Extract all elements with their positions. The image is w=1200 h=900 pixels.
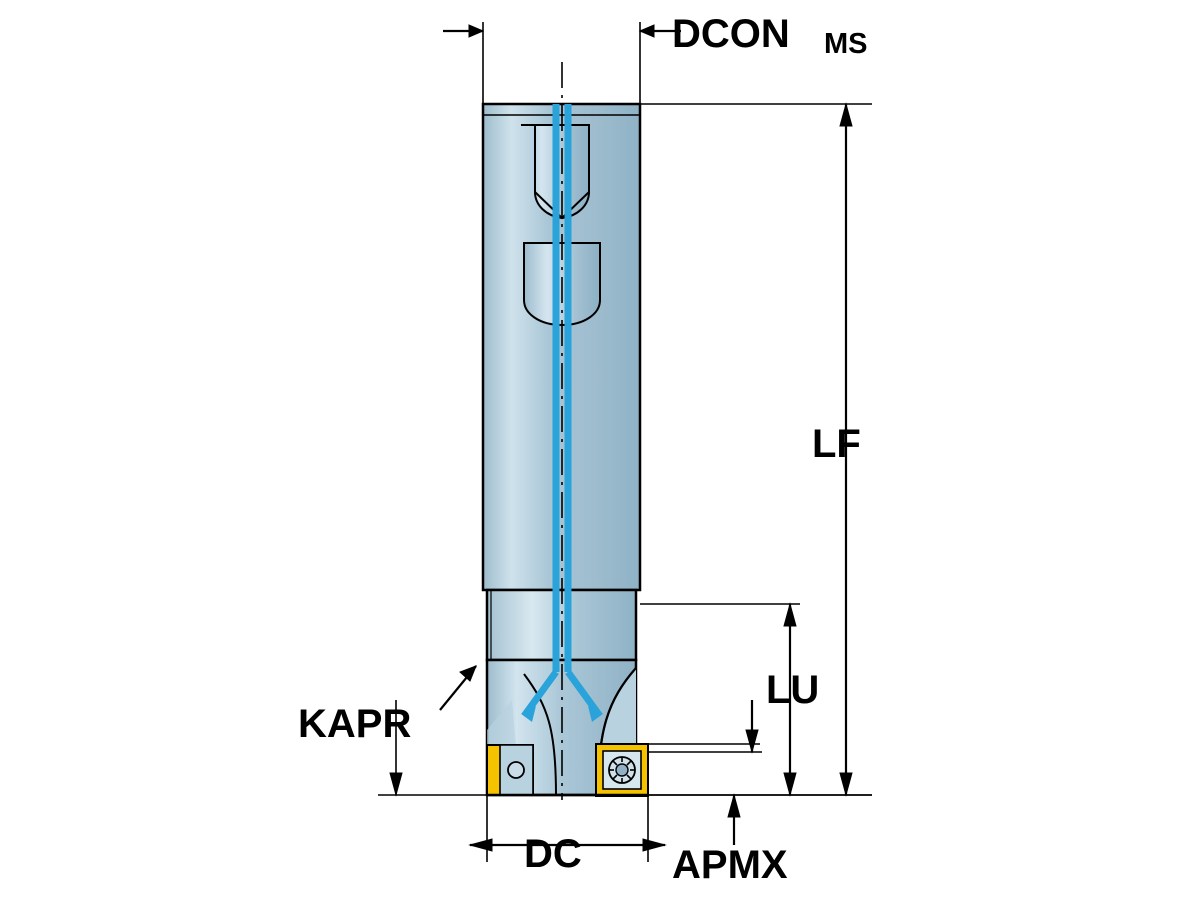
flute-pocket-center [523,673,557,796]
tool-body-group [481,62,649,800]
lf-arrow-top [839,102,853,127]
dcon-arrow-right [638,24,655,38]
coolant-channel [521,104,603,722]
kapr-arrow [459,665,477,682]
label-lf: LF [812,422,861,466]
label-dc: DC [524,832,582,876]
insert-left-screw [507,761,525,779]
dc-arrow-right [642,838,667,852]
kapr-arrow-down [389,772,403,797]
lu-inner-arrow [745,729,759,754]
label-dcon-subscript: MS [824,28,868,60]
dc-arrow-left [468,838,493,852]
lu-arrow-top [783,602,797,627]
label-apmx: APMX [672,843,788,887]
label-kapr: KAPR [298,702,412,746]
label-dcon: DCON [672,12,790,56]
apmx-arrow-up [727,793,741,818]
coupling-bolt-upper-taper [534,191,590,220]
insert-right-torx [609,757,635,783]
label-lu: LU [766,668,820,712]
lf-arrow-bottom [839,772,853,797]
insert-right-screw-inner [615,763,629,777]
dcon-arrow-left [468,24,485,38]
dimension-lines [378,22,872,862]
lu-arrow-bottom [783,772,797,797]
